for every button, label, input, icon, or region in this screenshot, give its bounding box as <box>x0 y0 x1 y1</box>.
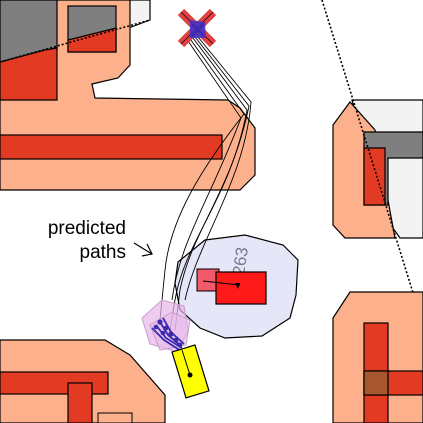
red-block-right <box>363 147 386 206</box>
building-right <box>321 0 423 326</box>
ego-vehicle <box>171 344 210 399</box>
vehicle-body <box>215 271 267 305</box>
goal-center-lines <box>191 23 205 37</box>
path-line-4 <box>171 37 242 301</box>
salmon-patch-bl <box>97 412 133 423</box>
ego-body <box>171 344 210 399</box>
brown-intersection <box>363 370 389 396</box>
red-block-small <box>67 27 117 53</box>
vehicle-263-group: 263 <box>174 234 299 339</box>
ego-heading <box>181 349 191 376</box>
goal-marker <box>177 8 217 48</box>
ego-path-cloud <box>141 299 191 353</box>
blue-path-dots <box>153 319 183 348</box>
dotted-diagonal <box>321 0 423 326</box>
predicted-paths-annotation: predicted paths <box>48 218 153 263</box>
vehicle-id-label: 263 <box>229 246 252 277</box>
path-line-5 <box>184 31 252 301</box>
dotted-boundary <box>0 19 151 63</box>
red-block-top <box>0 47 58 101</box>
vehicle-marker <box>235 283 240 289</box>
annotation-arrow-icon <box>133 242 153 257</box>
vehicle-heading <box>202 280 241 286</box>
path-line-3 <box>174 32 250 331</box>
building-bottom-right <box>332 291 423 423</box>
building-bottom-left <box>0 339 166 423</box>
red-vertical-bl <box>67 382 93 423</box>
building-top-left <box>0 0 256 191</box>
red-bar <box>0 134 223 160</box>
ego-marker <box>187 372 193 378</box>
annotation-line-2: paths <box>80 242 126 263</box>
path-line-1 <box>159 35 245 321</box>
predicted-paths <box>159 31 252 331</box>
annotation-line-1: predicted <box>48 218 126 239</box>
